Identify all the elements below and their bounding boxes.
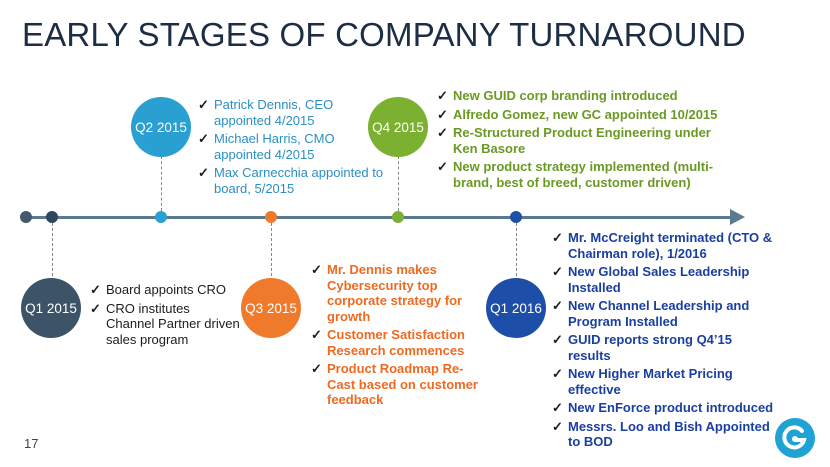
- list-item: Board appoints CRO: [90, 282, 240, 298]
- list-item: New Channel Leadership and Program Insta…: [552, 298, 778, 329]
- connector-q1-2016: [516, 223, 517, 281]
- connector-q1-2015: [52, 223, 53, 281]
- list-item: Michael Harris, CMO appointed 4/2015: [198, 131, 393, 162]
- list-item: New EnForce product introduced: [552, 400, 778, 416]
- timeline-dot-q1-2015: [46, 211, 58, 223]
- connector-q4-2015: [398, 156, 399, 211]
- list-item: Re-Structured Product Engineering under …: [437, 125, 727, 156]
- milestone-list-q2-2015: Patrick Dennis, CEO appointed 4/2015 Mic…: [198, 97, 393, 199]
- milestone-list-q4-2015: New GUID corp branding introduced Alfred…: [437, 88, 727, 193]
- page-number: 17: [24, 436, 39, 451]
- connector-q3-2015: [271, 223, 272, 281]
- milestone-circle-q1-2016: Q1 2016: [486, 278, 546, 338]
- list-item: New Global Sales Leadership Installed: [552, 264, 778, 295]
- list-item: Patrick Dennis, CEO appointed 4/2015: [198, 97, 393, 128]
- timeline-dot-q4-2015: [392, 211, 404, 223]
- milestone-circle-q3-2015: Q3 2015: [241, 278, 301, 338]
- timeline-start-dot: [20, 211, 32, 223]
- connector-q2-2015: [161, 156, 162, 211]
- timeline-line: [26, 216, 734, 219]
- list-item: Mr. Dennis makes Cybersecurity top corpo…: [311, 262, 489, 324]
- timeline-arrow-icon: [730, 209, 745, 225]
- list-item: Max Carnecchia appointed to board, 5/201…: [198, 165, 393, 196]
- timeline-dot-q3-2015: [265, 211, 277, 223]
- milestone-circle-q1-2015: Q1 2015: [21, 278, 81, 338]
- guidance-g-logo-icon: [775, 418, 815, 458]
- list-item: Alfredo Gomez, new GC appointed 10/2015: [437, 107, 727, 123]
- list-item: Customer Satisfaction Research commences: [311, 327, 489, 358]
- milestone-circle-q2-2015: Q2 2015: [131, 97, 191, 157]
- list-item: New Higher Market Pricing effective: [552, 366, 778, 397]
- list-item: GUID reports strong Q4’15 results: [552, 332, 778, 363]
- page-title: EARLY STAGES OF COMPANY TURNAROUND: [22, 16, 746, 53]
- list-item: CRO institutes Channel Partner driven sa…: [90, 301, 240, 348]
- timeline-dot-q2-2015: [155, 211, 167, 223]
- list-item: New GUID corp branding introduced: [437, 88, 727, 104]
- milestone-list-q1-2015: Board appoints CRO CRO institutes Channe…: [90, 282, 240, 350]
- milestone-list-q1-2016: Mr. McCreight terminated (CTO & Chairman…: [552, 230, 778, 453]
- list-item: Messrs. Loo and Bish Appointed to BOD: [552, 419, 778, 450]
- list-item: Mr. McCreight terminated (CTO & Chairman…: [552, 230, 778, 261]
- timeline-dot-q1-2016: [510, 211, 522, 223]
- milestone-list-q3-2015: Mr. Dennis makes Cybersecurity top corpo…: [311, 262, 489, 411]
- list-item: Product Roadmap Re-Cast based on custome…: [311, 361, 489, 408]
- list-item: New product strategy implemented (multi-…: [437, 159, 727, 190]
